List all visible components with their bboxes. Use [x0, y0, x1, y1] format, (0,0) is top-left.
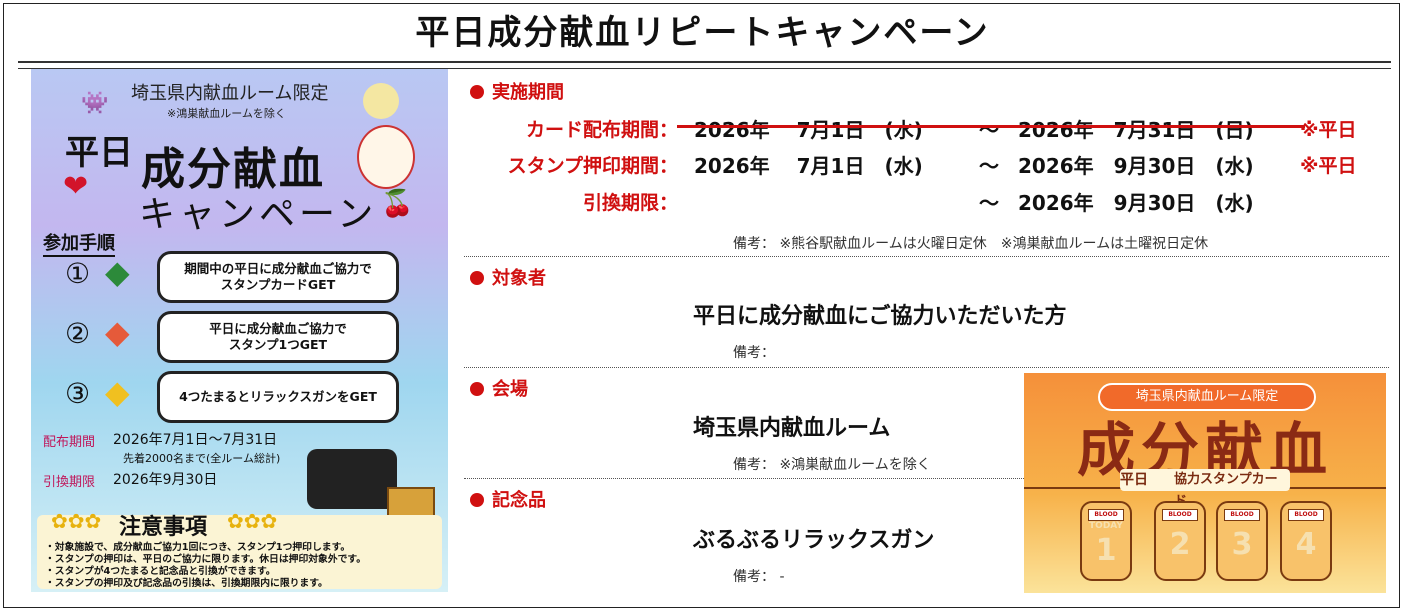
- bullet-icon: [470, 382, 484, 396]
- campaign-flyer: 👾 埼玉県内献血ルーム限定 ※鴻巣献血ルームを除く 平日 成分献血 ❤ キャンペ…: [31, 69, 448, 592]
- bag-tag: BLOOD: [1162, 509, 1198, 521]
- arrow-right-icon: ◆: [105, 373, 130, 411]
- step-number: ②: [65, 317, 91, 350]
- period-row-start: 2026年 7月1日 (水): [694, 154, 923, 178]
- section-title: 実施期間: [492, 82, 564, 103]
- step-box: 期間中の平日に成分献血ご協力でスタンプカードGET: [157, 251, 399, 303]
- moon-icon: [363, 83, 399, 119]
- period-row-note: ※平日: [1300, 155, 1357, 177]
- target-remark: 備考：: [733, 345, 775, 361]
- blood-bag-icon: BLOOD TODAY 1: [1080, 501, 1132, 581]
- flyer-header: 埼玉県内献血ルーム限定: [131, 83, 329, 104]
- arrow-right-icon: ◆: [105, 313, 130, 351]
- note-item: ・スタンプが4つたまると記念品と引換ができます。: [45, 566, 276, 577]
- gift-value: ぶるぶるリラックスガン: [693, 528, 935, 553]
- period-row-label: 引換期限：: [582, 192, 678, 214]
- card-subtitle: 平日 協力スタンプカード: [1120, 469, 1290, 509]
- notes-head: 注意事項: [119, 515, 208, 540]
- section-divider: [464, 367, 1389, 368]
- note-item: ・対象施設で、成分献血ご協力1回につき、スタンプ1つ押印します。: [45, 542, 351, 553]
- exchange-label: 引換期限: [43, 475, 96, 490]
- blood-bag-icon: BLOOD 3: [1216, 501, 1268, 581]
- venue-remark: 備考： ※鴻巣献血ルームを除く: [733, 457, 931, 473]
- note-item: ・スタンプの押印は、平日のご協力に限ります。休日は押印対象外です。: [45, 554, 367, 565]
- heart-icon: ❤: [63, 169, 89, 204]
- dist-sub: 先着2000名まで(全ルーム総計): [123, 452, 281, 465]
- bag-number: 3: [1231, 527, 1253, 562]
- step-line2: スタンプカードGET: [220, 277, 336, 292]
- section-venue-head: 会場: [470, 375, 528, 401]
- step-line1: 期間中の平日に成分献血ご協力で: [184, 261, 372, 276]
- arrow-right-icon: ◆: [105, 253, 130, 291]
- period-row-end: 2026年 9月30日 (水): [1018, 154, 1254, 178]
- section-target-head: 対象者: [470, 264, 546, 290]
- period-row-tilde: ～: [979, 118, 999, 142]
- period-row-start: 2026年 7月1日 (水): [694, 118, 923, 142]
- bag-number: 4: [1295, 527, 1317, 562]
- strikethrough-line: [677, 125, 1305, 128]
- dist-label: 配布期間: [43, 435, 96, 450]
- section-divider: [464, 256, 1389, 257]
- bag-number: 1: [1095, 533, 1117, 568]
- period-row-tilde: ～: [979, 154, 999, 178]
- period-row-tilde: ～: [979, 191, 999, 215]
- section-divider: [464, 478, 1024, 479]
- note-item: ・スタンプの押印及び記念品の引換は、引換期限内に限ります。: [45, 578, 328, 589]
- stamp-card-image: 埼玉県内献血ルーム限定 成分献血 平日 協力スタンプカード BLOOD TODA…: [1024, 373, 1386, 593]
- section-gift-head: 記念品: [470, 486, 546, 512]
- step-line1: 平日に成分献血ご協力で: [209, 321, 347, 336]
- flyer-header-note: ※鴻巣献血ルームを除く: [167, 107, 286, 120]
- bullet-icon: [470, 85, 484, 99]
- step-box: 平日に成分献血ご協力でスタンプ1つGET: [157, 311, 399, 363]
- period-remark: 備考： ※熊谷駅献血ルームは火曜日定休 ※鴻巣献血ルームは土曜祝日定休: [733, 236, 1209, 252]
- cherry-icon: 🍒: [381, 189, 414, 219]
- bag-tag: BLOOD: [1288, 509, 1324, 521]
- card-sub-heiji: 平日: [1120, 472, 1148, 488]
- flyer-main-title: 成分献血: [141, 144, 325, 195]
- bag-number: 2: [1169, 527, 1191, 562]
- section-title: 会場: [492, 379, 528, 400]
- blood-bag-icon: BLOOD 4: [1280, 501, 1332, 581]
- bag-tag: BLOOD: [1088, 509, 1124, 521]
- exchange-value: 2026年9月30日: [113, 472, 218, 488]
- sunflower-icon: ✿✿✿: [227, 509, 278, 533]
- card-band: 埼玉県内献血ルーム限定: [1098, 383, 1316, 411]
- bullet-icon: [470, 493, 484, 507]
- sunflower-icon: ✿✿✿: [51, 509, 102, 533]
- page-title: 平日成分献血リピートキャンペーン: [415, 13, 990, 53]
- gift-remark: 備考： -: [733, 569, 785, 585]
- title-rule: [18, 61, 1391, 69]
- flyer-steps-head: 参加手順: [43, 229, 115, 257]
- section-period-head: 実施期間: [470, 78, 564, 104]
- section-title: 記念品: [492, 490, 546, 511]
- bag-tag: BLOOD: [1224, 509, 1260, 521]
- step-line1: 4つたまるとリラックスガンをGET: [179, 389, 377, 404]
- target-value: 平日に成分献血にご協力いただいた方: [693, 304, 1067, 329]
- step-line2: スタンプ1つGET: [228, 337, 328, 352]
- mascot-icon: [357, 125, 415, 189]
- bag-today: TODAY: [1089, 521, 1123, 531]
- page-frame: 平日成分献血リピートキャンペーン: [3, 3, 1400, 608]
- period-row-end: 2026年 7月31日 (日): [1018, 118, 1254, 142]
- stamp-icon: [307, 449, 397, 509]
- blood-bag-icon: BLOOD 2: [1154, 501, 1206, 581]
- flyer-campaign: キャンペーン: [139, 194, 378, 235]
- venue-value: 埼玉県内献血ルーム: [693, 416, 891, 441]
- section-title: 対象者: [492, 268, 546, 289]
- period-row-label: カード配布期間：: [525, 119, 678, 141]
- period-row-note: ※平日: [1300, 119, 1357, 141]
- dist-value: 2026年7月1日～7月31日: [113, 432, 278, 448]
- period-row-end: 2026年 9月30日 (水): [1018, 191, 1254, 215]
- flyer-heiji: 平日: [65, 133, 133, 173]
- step-box: 4つたまるとリラックスガンをGET: [157, 371, 399, 423]
- pixel-monster-icon: 👾: [81, 91, 109, 116]
- step-number: ③: [65, 377, 91, 410]
- notes-box: [37, 515, 442, 589]
- bullet-icon: [470, 271, 484, 285]
- period-row-label: スタンプ押印期間：: [507, 155, 678, 177]
- step-number: ①: [65, 257, 91, 290]
